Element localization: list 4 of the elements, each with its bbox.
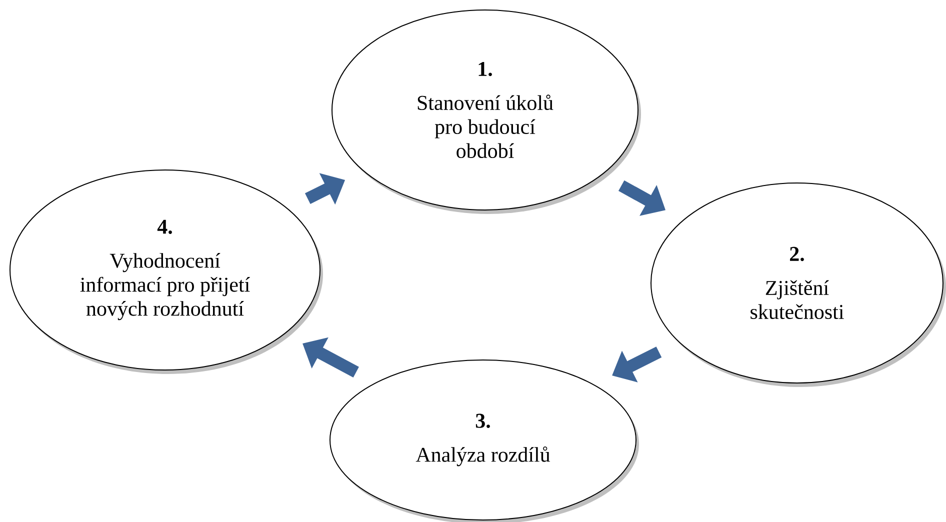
node-label: Zjištění skutečnosti: [750, 280, 844, 320]
node-label: Analýza rozdílů: [416, 446, 550, 466]
node-label: 2.: [790, 246, 804, 262]
node-label: 3.: [476, 414, 490, 428]
